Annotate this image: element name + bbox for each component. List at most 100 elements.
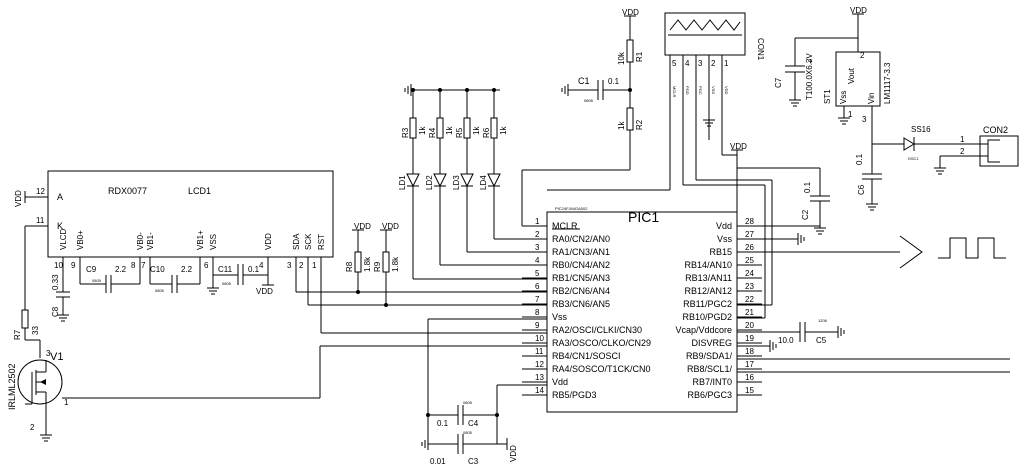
led-resistor <box>436 117 444 139</box>
r9-value: 1.8k <box>391 256 400 272</box>
lcd-pin-name: VB0- <box>136 232 145 250</box>
r9-ref: R9 <box>373 261 382 272</box>
lcd-pin-name: RST <box>317 234 326 250</box>
lcd-pin-name: VLCD <box>59 228 68 250</box>
led-resistor-value: 1k <box>499 126 508 135</box>
lcd-pin-number: 2 <box>299 261 304 270</box>
svg-text:2: 2 <box>860 51 865 60</box>
r2-resistor <box>626 107 634 131</box>
pic-pin-name: RB12/AN12 <box>684 286 732 296</box>
pic-pin-number: 17 <box>745 360 754 369</box>
lcd-pin-number: 9 <box>71 261 76 270</box>
led-ref: LD3 <box>452 175 461 190</box>
pic-pin-name: RB8/SCL1/ <box>687 364 733 374</box>
con1-net-label: MCLR <box>672 86 677 97</box>
pic-pin-name: RA1/CN3/AN1 <box>552 247 610 257</box>
svg-text:1: 1 <box>960 135 965 144</box>
c6-ref: C6 <box>857 184 866 195</box>
v1-transistor <box>17 359 63 405</box>
c8-ref: C8 <box>51 306 60 317</box>
pic-part-label: PIC24FJ64GA002 <box>555 206 588 211</box>
led-diode-icon <box>487 173 501 188</box>
pic-pin-number: 10 <box>535 334 544 343</box>
c6-value: 0.1 <box>855 153 864 165</box>
led-resistor-value: 1k <box>445 126 454 135</box>
svg-text:VDD: VDD <box>850 6 867 15</box>
con1-pin-number: 1 <box>724 59 729 68</box>
r1-ref: R1 <box>635 51 644 62</box>
svg-text:0805: 0805 <box>463 430 473 435</box>
c5-value: 10.0 <box>778 336 794 345</box>
c1-ref: C1 <box>578 76 590 86</box>
pic-pin-name: RB5/PGD3 <box>552 390 597 400</box>
r2-value: 1k <box>617 121 626 130</box>
svg-text:0805: 0805 <box>222 281 232 286</box>
svg-text:2: 2 <box>960 147 965 156</box>
svg-text:0805: 0805 <box>463 400 473 405</box>
pic-pin-name: RB9/SDA1/ <box>686 351 733 361</box>
r1-value: 10k <box>617 51 626 65</box>
pic-pin-number: 13 <box>535 373 544 382</box>
pic-pin-number: 26 <box>745 243 754 252</box>
c9-capacitor: C9 2.2 0805 <box>79 257 141 293</box>
r9-resistor: VDD R9 1.8k <box>373 222 400 307</box>
svg-text:0805: 0805 <box>584 98 594 103</box>
con1-pin-number: 5 <box>672 59 677 68</box>
pic-pin-name: Vdd <box>552 377 568 387</box>
vdd-label: VDD <box>14 190 23 207</box>
lcd-pin-number: 3 <box>287 261 292 270</box>
r8-value: 1.8k <box>363 256 372 272</box>
c2-ref: C2 <box>801 209 810 220</box>
pic-pin-name: MCLR <box>552 221 578 231</box>
con1-net-label: VSS <box>711 86 716 94</box>
pic-pin-number: 23 <box>745 282 754 291</box>
lcd-pin-number: 1 <box>312 261 317 270</box>
r7-resistor <box>21 309 29 329</box>
led-resistor-ref: R4 <box>428 127 437 138</box>
c4-ref: C4 <box>468 419 479 428</box>
c7-value: T100.0X6.3V <box>805 53 814 100</box>
lcd-pin-k-label: K <box>57 221 63 231</box>
pic-pin-number: 9 <box>535 321 540 330</box>
c11-vdd-label: VDD <box>256 287 273 296</box>
pic-pin-name: RB1/CN5/AN3 <box>552 273 610 283</box>
lcd-backlight-circuit: R7 33 V1 IRLML2502 3 1 2 <box>7 226 547 442</box>
st1-vss: Vss <box>839 91 848 104</box>
st1-part: LM1117-3.3 <box>883 62 892 104</box>
r2-ref: R2 <box>635 119 644 130</box>
pic-pin-name: DISVREG <box>691 338 732 348</box>
c2-value: 0.1 <box>803 181 812 193</box>
c11-value: 0.1 <box>248 265 260 274</box>
pic-power-left: 0.1 C4 0805 0.01 C3 0805 VDD <box>421 318 547 466</box>
pic-pin-number: 24 <box>745 269 754 278</box>
lcd-pin-number: 10 <box>54 261 63 270</box>
con1-ref: CON1 <box>756 38 765 61</box>
pic-pin-number: 18 <box>745 347 754 356</box>
svg-text:VDD: VDD <box>622 8 639 17</box>
led-resistor <box>490 117 498 139</box>
lcd-pin-name: VB1- <box>146 232 155 250</box>
c7-ref: C7 <box>774 77 783 88</box>
led-ref: LD4 <box>479 175 488 190</box>
v1-pin2: 2 <box>30 423 35 432</box>
c4-value: 0.1 <box>437 419 449 428</box>
con1-net-label: PGD <box>685 86 690 95</box>
r1-resistor <box>626 39 634 63</box>
con1-body <box>664 12 746 56</box>
pic-ref-label: PIC1 <box>628 209 659 225</box>
led-diode-icon <box>433 173 447 188</box>
diode-part: SS16 <box>911 125 931 134</box>
pic-pin-number: 2 <box>535 230 540 239</box>
pic-pin-name: RB0/CN4/AN2 <box>552 260 610 270</box>
st1-vin: Vin <box>867 93 876 104</box>
lcd-bus-wires <box>295 257 547 334</box>
pic-pin-number: 8 <box>535 308 540 317</box>
lcd-part-label: RDX0077 <box>108 186 147 196</box>
svg-text:VDD: VDD <box>730 142 747 151</box>
lcd-pin-number: 6 <box>204 261 209 270</box>
r8-ref: R8 <box>345 261 354 272</box>
pic-pin-number: 11 <box>535 347 544 356</box>
